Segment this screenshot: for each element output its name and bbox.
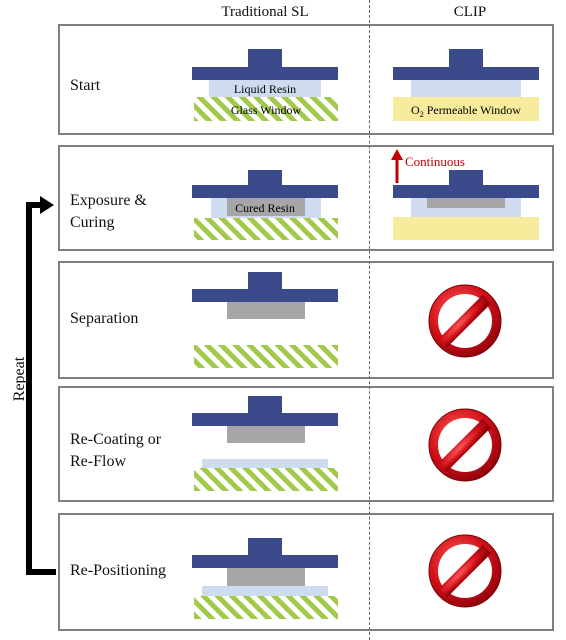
step-label-separation: Separation: [70, 310, 139, 327]
prohibited-icon: [428, 408, 502, 482]
step-label-line2: Re-Flow: [70, 453, 126, 470]
step-label-exposure: Exposure & Curing: [70, 190, 147, 234]
repeat-label: Repeat: [11, 356, 28, 402]
clip-exposure-stage: Continuous: [391, 149, 539, 240]
sl-recoating-stage: [192, 396, 338, 491]
step-label-recoating: Re-Coating or Re-Flow: [70, 429, 161, 473]
row-recoating: Re-Coating or Re-Flow: [58, 386, 554, 502]
sl-separation-stage: [192, 272, 338, 368]
step-label-line1: Re-Coating or: [70, 431, 162, 448]
header-traditional-sl: Traditional SL: [221, 4, 309, 20]
row-exposure-curing: Exposure & Curing: [58, 145, 554, 251]
step-label-line1: Exposure &: [70, 192, 147, 209]
prohibited-icon: [428, 284, 502, 358]
row-repositioning: Re-Positioning: [58, 513, 554, 631]
continuous-label: Continuous: [405, 154, 465, 169]
sl-start-stage: Liquid Resin Glass Window: [192, 49, 338, 121]
up-arrow-icon: [391, 149, 403, 183]
liquid-resin-label: Liquid Resin: [234, 82, 296, 96]
sl-repositioning-stage: [192, 538, 338, 619]
o2-window-label: O2 Permeable Window: [411, 103, 521, 119]
cured-resin-label: Cured Resin: [235, 201, 295, 215]
clip-start-stage: O2 Permeable Window: [393, 49, 539, 121]
step-label-repositioning: Re-Positioning: [70, 562, 167, 579]
repeat-arrow-icon: [26, 196, 56, 575]
sl-exposure-stage: Cured Resin: [192, 170, 338, 240]
step-label-start: Start: [70, 77, 101, 94]
step-label-line2: Curing: [70, 214, 115, 231]
header-clip: CLIP: [453, 4, 487, 20]
row-separation: Separation: [58, 261, 554, 379]
glass-window-label: Glass Window: [231, 103, 302, 117]
column-divider: [369, 0, 370, 640]
row-start: Start: [58, 24, 554, 135]
prohibited-icon: [428, 534, 502, 608]
